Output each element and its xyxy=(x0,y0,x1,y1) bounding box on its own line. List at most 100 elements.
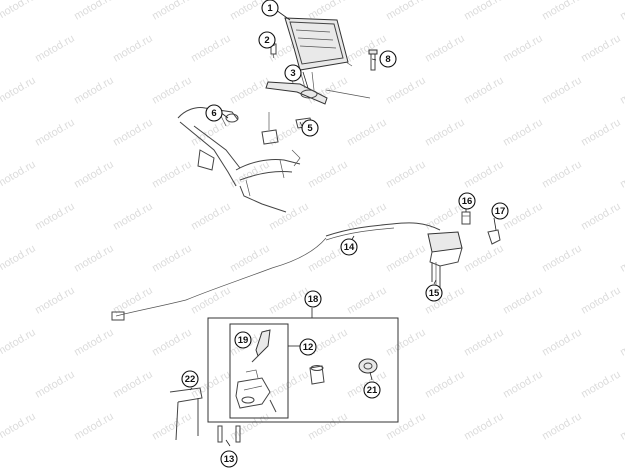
watermark-text: motod.ru xyxy=(189,116,233,148)
watermark-text: motod.ru xyxy=(384,0,428,23)
callout-17: 17 xyxy=(491,202,509,220)
watermark-text: motod.ru xyxy=(150,74,194,106)
callout-number: 21 xyxy=(367,385,378,396)
watermark-text: motod.ru xyxy=(72,158,116,190)
callout-circle xyxy=(284,64,302,82)
watermark-text: motod.ru xyxy=(189,200,233,232)
watermark-text: motod.ru xyxy=(267,368,311,400)
watermark-text: motod.ru xyxy=(618,158,625,190)
callout-12: 12 xyxy=(299,338,317,356)
watermark-text: motod.ru xyxy=(618,326,625,358)
watermark-text: motod.ru xyxy=(462,410,506,442)
callout-circle xyxy=(491,202,509,220)
bracket-22 xyxy=(169,387,203,441)
watermark-text: motod.ru xyxy=(540,326,584,358)
watermark-text: motod.ru xyxy=(228,242,272,274)
callout-number: 2 xyxy=(264,35,269,46)
cable-14 xyxy=(111,222,441,321)
callout-number: 17 xyxy=(495,206,506,217)
watermark-text: motod.ru xyxy=(189,284,233,316)
watermark-text: motod.ru xyxy=(462,158,506,190)
watermark-text: motod.ru xyxy=(462,0,506,23)
callout-circle xyxy=(363,381,381,399)
callout-8: 8 xyxy=(379,50,397,68)
watermark-text: motod.ru xyxy=(579,284,623,316)
watermark-text: motod.ru xyxy=(384,326,428,358)
watermark-text: motod.ru xyxy=(306,158,350,190)
watermark-text: motod.ru xyxy=(150,0,194,23)
callout-19: 19 xyxy=(234,331,252,349)
watermark-text: motod.ru xyxy=(111,368,155,400)
watermark-text: motod.ru xyxy=(501,200,545,232)
watermark-text: motod.ru xyxy=(384,410,428,442)
watermark-text: motod.ru xyxy=(384,74,428,106)
watermark-text: motod.ru xyxy=(462,326,506,358)
watermark-text: motod.ru xyxy=(189,32,233,64)
watermark-text: motod.ru xyxy=(384,242,428,274)
watermark-text: motod.ru xyxy=(267,200,311,232)
callout-21: 21 xyxy=(363,381,381,399)
callout-number: 16 xyxy=(462,196,473,207)
watermark-text: motod.ru xyxy=(540,410,584,442)
watermark-text: motod.ru xyxy=(0,158,38,190)
watermark-text: motod.ru xyxy=(423,116,467,148)
callout-13: 13 xyxy=(220,450,238,468)
watermark-text: motod.ru xyxy=(306,410,350,442)
callout-number: 12 xyxy=(303,342,314,353)
callout-circle xyxy=(301,119,319,137)
callout-circle xyxy=(261,0,279,17)
watermark-text: motod.ru xyxy=(579,200,623,232)
watermark-text: motod.ru xyxy=(72,242,116,274)
callout-18: 18 xyxy=(304,290,322,308)
bolt-8 xyxy=(368,49,378,71)
callout-number: 18 xyxy=(308,294,319,305)
callout-number: 3 xyxy=(290,68,295,79)
watermark-text: motod.ru xyxy=(33,284,77,316)
watermark-text: motod.ru xyxy=(228,410,272,442)
callout-circle xyxy=(340,238,358,256)
callout-15: 15 xyxy=(425,284,443,302)
instrument-cluster xyxy=(284,17,353,87)
callout-22: 22 xyxy=(181,370,199,388)
watermark-text: motod.ru xyxy=(540,0,584,23)
clip-17 xyxy=(487,229,501,245)
watermark-text: motod.ru xyxy=(0,74,38,106)
watermark-text: motod.ru xyxy=(618,410,625,442)
watermark-text: motod.ru xyxy=(462,74,506,106)
ignition-switch xyxy=(427,231,463,288)
watermark-text: motod.ru xyxy=(423,368,467,400)
watermark-text: motod.ru xyxy=(228,74,272,106)
watermark-text: motod.ru xyxy=(150,410,194,442)
watermark-text: motod.ru xyxy=(618,0,625,23)
callout-number: 13 xyxy=(224,454,235,465)
watermark-text: motod.ru xyxy=(501,368,545,400)
watermark-text: motod.ru xyxy=(111,200,155,232)
mount-bracket xyxy=(265,69,371,105)
watermark-text: motod.ru xyxy=(540,242,584,274)
watermark-text: motod.ru xyxy=(0,0,38,23)
callout-number: 5 xyxy=(307,123,313,134)
watermark-text: motod.ru xyxy=(0,242,38,274)
callout-16: 16 xyxy=(458,192,476,210)
watermark-text: motod.ru xyxy=(111,32,155,64)
watermark-text: motod.ru xyxy=(540,74,584,106)
fuse-16 xyxy=(461,211,471,225)
callout-circle xyxy=(234,331,252,349)
watermark-text: motod.ru xyxy=(618,74,625,106)
callout-3: 3 xyxy=(284,64,302,82)
watermark-text: motod.ru xyxy=(33,116,77,148)
callout-circle xyxy=(299,338,317,356)
callout-number: 22 xyxy=(185,374,196,385)
callout-5: 5 xyxy=(301,119,319,137)
watermark-text: motod.ru xyxy=(150,242,194,274)
watermark-text: motod.ru xyxy=(579,32,623,64)
watermark-text: motod.ru xyxy=(501,32,545,64)
watermark-text: motod.ru xyxy=(462,242,506,274)
callout-14: 14 xyxy=(340,238,358,256)
callout-circle xyxy=(304,290,322,308)
callout-circle xyxy=(379,50,397,68)
callout-circle xyxy=(458,192,476,210)
watermark-text: motod.ru xyxy=(72,410,116,442)
callout-circle xyxy=(205,104,223,122)
